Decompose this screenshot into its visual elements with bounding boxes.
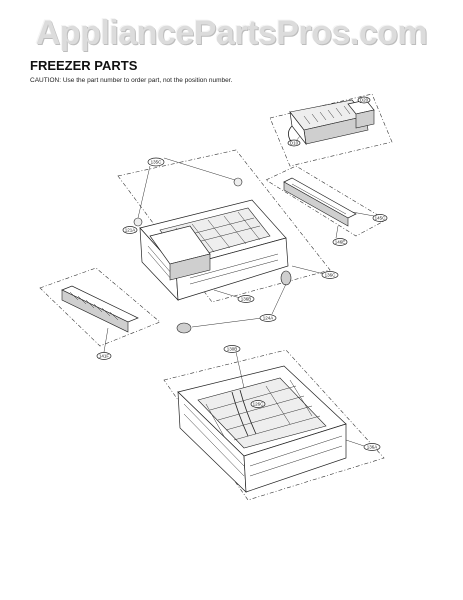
watermark: AppliancePartsPros.com bbox=[35, 14, 428, 52]
roller-front bbox=[176, 322, 192, 334]
caution-note: CAUTION: Use the part number to order pa… bbox=[30, 77, 233, 84]
callout-cap-left: 121A bbox=[125, 228, 136, 233]
cap-top bbox=[233, 177, 243, 187]
left-slide-rail: 141F bbox=[39, 267, 161, 360]
callout-ice-maker-bottom: D10 bbox=[290, 141, 299, 146]
callout-rail-right: 145C bbox=[375, 216, 387, 221]
callout-rail-right-lower: 146E bbox=[335, 240, 346, 245]
callout-roller: 124A bbox=[263, 316, 274, 321]
upper-freezer-tray: 135C 121A 136C 136B 124A bbox=[117, 149, 339, 334]
callout-basket-right: 136A bbox=[367, 445, 378, 450]
callout-ice-maker-top: D20 bbox=[360, 98, 369, 103]
callout-basket-inner: 126C bbox=[253, 402, 265, 407]
lower-freezer-basket: 130B 126C 136A bbox=[163, 345, 385, 501]
callout-basket-top: 130B bbox=[227, 347, 238, 352]
right-slide-rail: 145C 146E bbox=[265, 165, 388, 246]
roller-right bbox=[280, 270, 292, 286]
ice-maker-assembly: D20 D10 bbox=[269, 93, 393, 167]
callout-tray-front: 136B bbox=[241, 297, 252, 302]
callout-rail-left: 141F bbox=[99, 354, 110, 359]
callout-tray-right: 136C bbox=[325, 273, 337, 278]
callout-cap-top: 135C bbox=[151, 160, 163, 165]
cap-left bbox=[133, 217, 143, 227]
page-title: FREEZER PARTS bbox=[30, 58, 138, 73]
